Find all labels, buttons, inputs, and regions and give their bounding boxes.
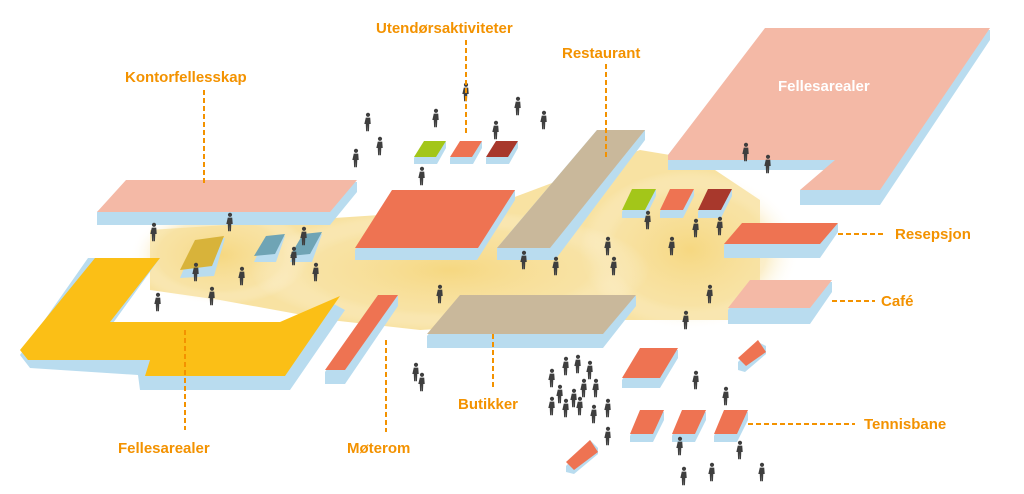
person-icon <box>352 148 359 168</box>
person-icon <box>562 356 569 376</box>
right-small-tiles <box>622 189 732 218</box>
person-icon <box>548 396 555 416</box>
person-icon <box>514 96 521 116</box>
person-icon <box>580 378 587 398</box>
moterom-block <box>325 295 398 384</box>
resepsjon-block <box>724 223 838 258</box>
person-icon <box>432 108 439 128</box>
person-icon <box>562 398 569 418</box>
person-icon <box>376 136 383 156</box>
person-icon <box>736 440 743 460</box>
label-butikker: Butikker <box>458 396 518 413</box>
kontorfellesskap-block <box>97 180 357 225</box>
cafe-block <box>728 280 832 324</box>
labels: Kontorfellesskap Utendørsaktiviteter Res… <box>118 20 971 457</box>
restaurant-block <box>497 130 645 260</box>
person-icon <box>722 386 729 406</box>
person-icon <box>680 466 687 486</box>
center-red-block <box>355 190 515 260</box>
person-icon <box>418 166 425 186</box>
person-icon <box>708 462 715 482</box>
person-icon <box>758 462 765 482</box>
person-icon <box>586 360 593 380</box>
tennis-courts <box>566 340 766 474</box>
leader-lines <box>184 40 885 432</box>
person-icon <box>364 112 371 132</box>
person-icon <box>540 110 547 130</box>
person-icon <box>574 354 581 374</box>
person-icon <box>570 388 577 408</box>
label-cafe: Café <box>881 293 914 310</box>
small-tiles-left <box>180 232 322 278</box>
label-restaurant: Restaurant <box>562 45 640 62</box>
person-icon <box>590 404 597 424</box>
person-icon <box>576 396 583 416</box>
person-icon <box>604 426 611 446</box>
person-icon <box>418 372 425 392</box>
label-fellesarealer-bottom: Fellesarealer <box>118 440 210 457</box>
person-icon <box>412 362 419 382</box>
label-fellesarealer-top: Fellesarealer <box>778 78 870 95</box>
label-resepsjon: Resepsjon <box>895 226 971 243</box>
person-icon <box>548 368 555 388</box>
fellesarealer-top-block <box>668 28 990 205</box>
person-icon <box>492 120 499 140</box>
person-icon <box>154 292 161 312</box>
person-icon <box>592 378 599 398</box>
label-utendorsaktiviteter: Utendørsaktiviteter <box>376 20 513 37</box>
person-icon <box>692 370 699 390</box>
label-kontorfellesskap: Kontorfellesskap <box>125 69 247 86</box>
label-tennisbane: Tennisbane <box>864 416 946 433</box>
utendors-tiles <box>414 141 518 164</box>
fellesarealer-bottom-block <box>20 258 345 390</box>
butikker-block <box>427 295 636 348</box>
person-icon <box>604 398 611 418</box>
person-icon <box>556 384 563 404</box>
label-moterom: Møterom <box>347 440 410 457</box>
